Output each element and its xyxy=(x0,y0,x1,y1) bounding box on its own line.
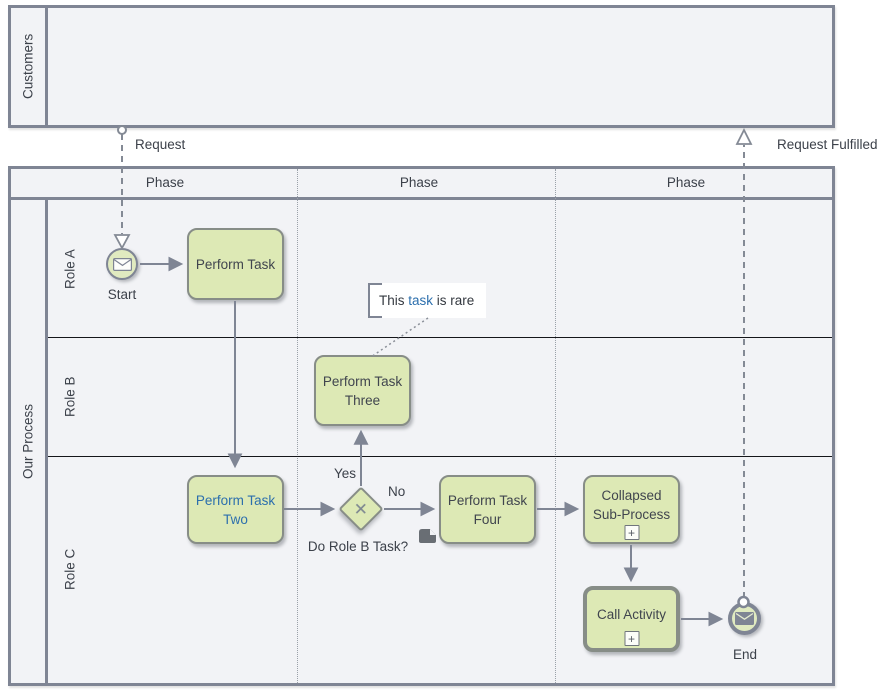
lane-divider-role-b-c xyxy=(48,456,832,457)
our-process-pool-label: Our Process xyxy=(20,403,36,480)
end-event[interactable] xyxy=(728,602,761,635)
task-perform-task[interactable]: Perform Task xyxy=(187,228,284,300)
end-event-label: End xyxy=(732,647,758,662)
lane-divider-role-a-b xyxy=(48,337,832,338)
subprocess-expand-icon[interactable]: + xyxy=(624,525,639,540)
customers-pool xyxy=(8,5,835,128)
lane-label-role-a: Role A xyxy=(62,249,78,290)
customers-pool-label-divider xyxy=(45,8,48,125)
task-perform-task-four-label: Perform Task Four xyxy=(447,492,528,527)
our-process-pool xyxy=(8,166,835,686)
annotation-task-link[interactable]: task xyxy=(408,293,434,308)
call-activity-expand-icon[interactable]: + xyxy=(624,631,639,646)
lane-label-role-b: Role B xyxy=(62,376,78,417)
annotation-text-after: is rare xyxy=(433,293,475,308)
request-flow-label: Request xyxy=(135,137,186,152)
phase-header-divider xyxy=(11,197,832,200)
collapsed-subprocess[interactable]: Collapsed Sub-Process + xyxy=(583,475,680,544)
message-envelope-icon xyxy=(112,257,132,271)
gateway-no-label: No xyxy=(388,484,406,499)
gateway-yes-label: Yes xyxy=(333,466,356,481)
gateway-question-label: Do Role B Task? xyxy=(307,539,409,554)
phase-header-3: Phase xyxy=(666,175,706,190)
collapsed-subprocess-label: Collapsed Sub-Process xyxy=(592,487,671,522)
phase-divider-1 xyxy=(297,169,298,683)
message-envelope-filled-icon xyxy=(735,612,754,625)
task-perform-task-label: Perform Task xyxy=(195,256,276,272)
start-event-label: Start xyxy=(107,287,137,302)
call-activity-label: Call Activity xyxy=(596,606,667,622)
phase-divider-2 xyxy=(555,169,556,683)
start-event[interactable] xyxy=(106,248,138,280)
customers-pool-label: Customers xyxy=(20,33,36,100)
task-perform-task-three-label: Perform Task Three xyxy=(322,373,403,408)
task-perform-task-four[interactable]: Perform Task Four xyxy=(439,475,536,544)
task-perform-task-two[interactable]: Perform Task Two xyxy=(187,475,284,544)
phase-header-2: Phase xyxy=(399,175,439,190)
phase-header-1: Phase xyxy=(145,175,185,190)
call-activity[interactable]: Call Activity + xyxy=(583,586,680,652)
process-pool-label-divider xyxy=(45,200,48,683)
task-perform-task-two-label[interactable]: Perform Task Two xyxy=(195,492,276,527)
message-flow-request-fulfilled-arrowhead xyxy=(735,127,753,145)
text-annotation: This task is rare xyxy=(368,283,487,318)
task-perform-task-three[interactable]: Perform Task Three xyxy=(314,355,411,426)
request-fulfilled-flow-label: Request Fulfilled xyxy=(777,137,878,152)
lane-label-role-c: Role C xyxy=(62,548,78,591)
annotation-text-before: This xyxy=(379,293,409,308)
gateway-x-icon: ✕ xyxy=(353,499,369,519)
